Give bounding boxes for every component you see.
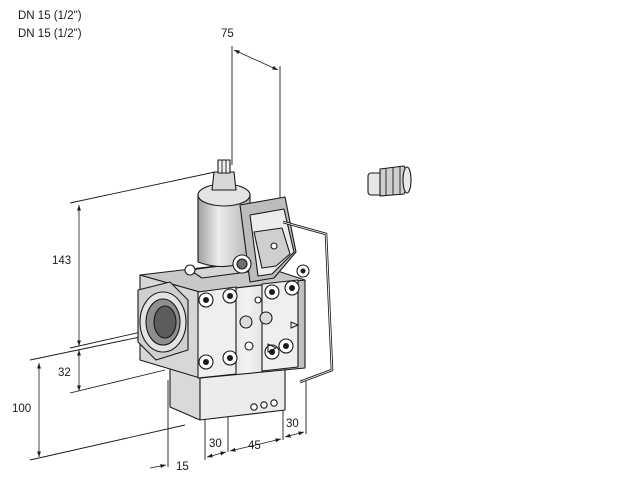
pipe-inlet-icon (139, 291, 187, 353)
dim-30-right: 30 (286, 418, 299, 430)
dim-45: 45 (248, 440, 261, 452)
dim-100: 100 (12, 403, 31, 415)
dim-143: 143 (52, 255, 71, 267)
dim-75: 75 (221, 28, 234, 40)
header-line-2: DN 15 (1/2") (18, 28, 82, 40)
screw-icon (198, 280, 300, 370)
cable-gland-icon (367, 165, 412, 197)
port-plug-icon (239, 296, 273, 351)
coil-nut-icon (211, 159, 237, 191)
dim-32: 32 (58, 367, 71, 379)
dim-15: 15 (176, 461, 189, 473)
connector-screw-icon (232, 254, 252, 274)
dim-30-left: 30 (209, 438, 222, 450)
base-port-icon (250, 399, 278, 411)
header-line-1: DN 15 (1/2") (18, 10, 82, 22)
gas-valve-body (137, 159, 334, 421)
dimension-lines (37, 49, 305, 469)
